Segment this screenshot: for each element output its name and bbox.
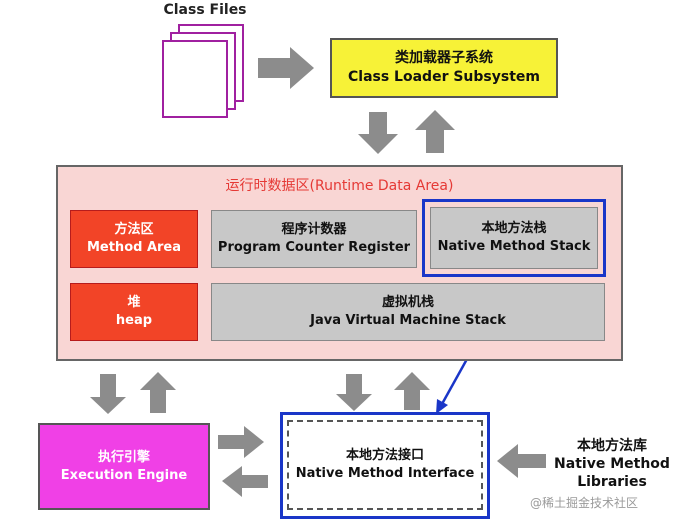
class-files-title: Class Files [163,2,247,18]
watermark: @稀土掘金技术社区 [530,496,639,510]
native-method-stack-highlight [422,199,606,277]
native-interface-en: Native Method Interface [295,466,475,481]
native-stack-cn: 本地方法栈 [481,221,547,237]
runtime-data-area-title: 运行时数据区(Runtime Data Area) [225,178,454,194]
class-file-page-front [162,40,228,118]
native-stack-en: Native Method Stack [437,239,591,254]
class-loader-cn: 类加载器子系统 [395,50,493,67]
jvm-stack-cn: 虚拟机栈 [381,295,434,311]
pc-register-en: Program Counter Register [217,240,411,255]
arrow-rda-to-interface-down [336,374,372,411]
native-method-stack: 本地方法栈 Native Method Stack [430,207,598,269]
arrow-libraries-to-interface [497,444,546,478]
native-libraries-cn: 本地方法库 [577,438,647,454]
arrow-classfiles-to-loader [258,47,314,89]
pc-register-cn: 程序计数器 [281,222,347,238]
native-method-libraries: 本地方法库 Native Method Libraries [548,437,676,492]
method-area-cn: 方法区 [114,222,154,238]
arrow-engine-to-interface [218,426,264,458]
native-interface-cn: 本地方法接口 [345,448,424,464]
native-libraries-en-2: Libraries [577,474,647,491]
class-loader-subsystem: 类加载器子系统 Class Loader Subsystem [330,38,558,98]
heap-en: heap [115,313,153,328]
arrow-rda-to-engine-down [90,374,126,414]
arrow-loader-up [415,110,455,153]
highlight-connector-arrowhead [436,399,448,414]
jvm-stack-en: Java Virtual Machine Stack [310,313,506,328]
arrow-engine-to-rda-up [140,372,176,413]
method-area: 方法区 Method Area [70,210,198,268]
execution-engine-cn: 执行引擎 [97,449,150,465]
arrow-interface-to-engine [222,466,268,497]
native-method-interface: 本地方法接口 Native Method Interface [287,420,483,510]
heap-cn: 堆 [127,295,141,311]
execution-engine: 执行引擎 Execution Engine [38,423,210,510]
arrow-interface-to-rda-up [394,372,430,410]
heap: 堆 heap [70,283,198,341]
execution-engine-en: Execution Engine [60,467,188,483]
arrow-loader-down [358,112,398,154]
class-loader-en: Class Loader Subsystem [348,69,540,85]
java-virtual-machine-stack: 虚拟机栈 Java Virtual Machine Stack [211,283,605,341]
program-counter-register: 程序计数器 Program Counter Register [211,210,417,268]
method-area-en: Method Area [86,240,182,255]
native-method-interface-highlight [280,412,490,519]
native-libraries-en-1: Native Method [554,456,670,473]
